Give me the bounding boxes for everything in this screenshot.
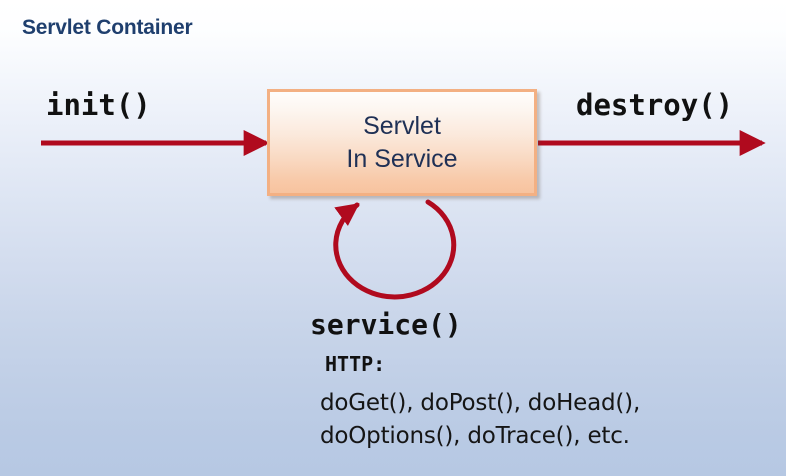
destroy-label: destroy() [576, 88, 734, 122]
servlet-in-service-box: Servlet In Service [267, 89, 537, 196]
service-loop-arrow [333, 199, 457, 300]
service-label: service() [310, 308, 462, 341]
init-label: init() [46, 88, 151, 122]
http-method-line: doGet(), doPost(), doHead(), [320, 390, 641, 416]
servlet-box-line-2: In Service [346, 144, 458, 173]
diagram-title: Servlet Container [22, 16, 193, 39]
http-label: HTTP: [325, 352, 386, 376]
http-method-line: doOptions(), doTrace(), etc. [320, 423, 630, 449]
servlet-box-line-1: Servlet [363, 112, 441, 140]
